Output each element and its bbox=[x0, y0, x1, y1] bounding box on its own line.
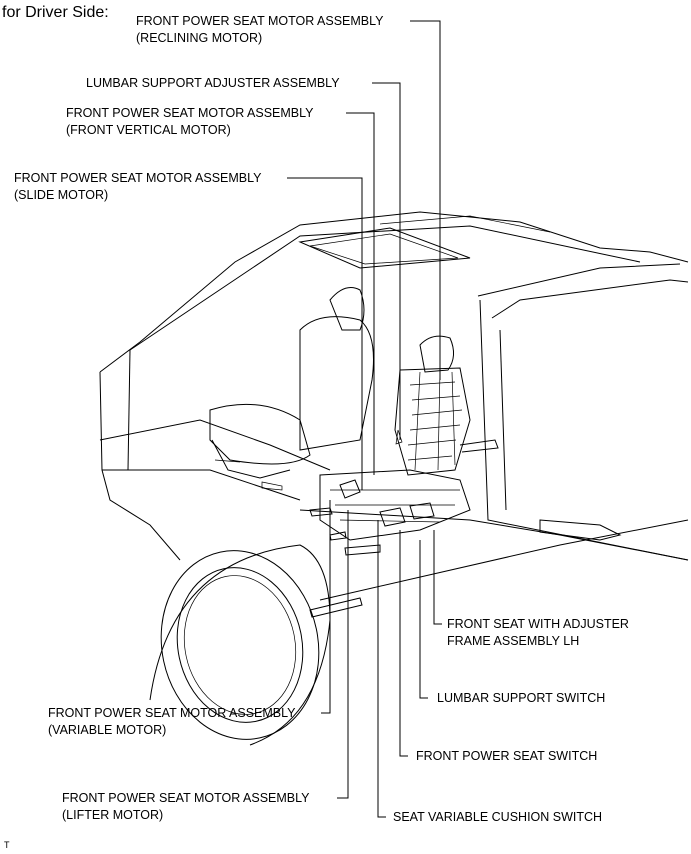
label-front-power-seat-switch: FRONT POWER SEAT SWITCH bbox=[416, 749, 598, 763]
label-reclining-motor: FRONT POWER SEAT MOTOR ASSEMBLY(RECLININ… bbox=[136, 14, 384, 45]
label-slide-motor: FRONT POWER SEAT MOTOR ASSEMBLY(SLIDE MO… bbox=[14, 171, 262, 202]
label-front-vertical-motor: FRONT POWER SEAT MOTOR ASSEMBLY(FRONT VE… bbox=[66, 106, 314, 137]
figure-code: T bbox=[4, 840, 10, 850]
leader-lines bbox=[287, 20, 442, 818]
passenger-seat bbox=[209, 287, 374, 491]
label-lumbar-support-adjuster: LUMBAR SUPPORT ADJUSTER ASSEMBLY bbox=[86, 76, 340, 90]
vehicle-body bbox=[99, 211, 689, 618]
label-variable-motor: FRONT POWER SEAT MOTOR ASSEMBLY(VARIABLE… bbox=[48, 706, 296, 737]
front-wheel bbox=[149, 544, 331, 746]
label-lifter-motor: FRONT POWER SEAT MOTOR ASSEMBLY(LIFTER M… bbox=[62, 791, 310, 822]
label-seat-variable-cushion-switch: SEAT VARIABLE CUSHION SWITCH bbox=[393, 810, 603, 824]
label-lumbar-support-switch: LUMBAR SUPPORT SWITCH bbox=[437, 691, 606, 705]
diagram-header: for Driver Side: bbox=[2, 4, 109, 21]
sunroof bbox=[298, 215, 551, 269]
driver-seat-frame bbox=[309, 335, 471, 556]
